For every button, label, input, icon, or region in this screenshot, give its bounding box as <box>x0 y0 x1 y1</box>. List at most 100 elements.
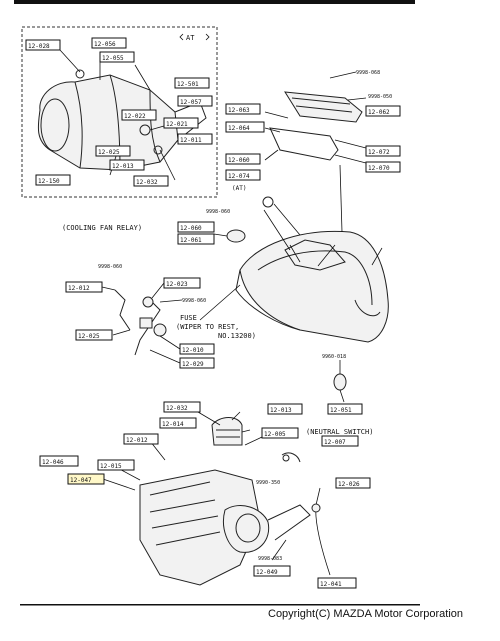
svg-text:12-046: 12-046 <box>42 459 64 466</box>
svg-text:12-025: 12-025 <box>98 149 120 156</box>
svg-text:12-501: 12-501 <box>177 81 199 88</box>
svg-text:12-023: 12-023 <box>166 281 188 288</box>
ref-box-bot-5: 12-005 <box>261 427 299 439</box>
svg-text:12-062: 12-062 <box>368 109 390 116</box>
distributor <box>211 417 243 446</box>
svg-text:12-150: 12-150 <box>38 178 60 185</box>
ref-box-mid-5: 12-025 <box>75 329 113 341</box>
fuse-note-2: (WIPER TO REST, <box>176 323 239 331</box>
svg-text:12-012: 12-012 <box>126 437 148 444</box>
ref-box-bot-8-highlight: 12-047 <box>67 473 105 485</box>
ref-box-12-028: 12-028 <box>25 39 61 51</box>
engine-alternator <box>223 505 270 553</box>
ref-box-12-062: 12-062 <box>365 105 401 117</box>
ref-box-mid-7: 12-029 <box>179 357 215 369</box>
svg-text:12-051: 12-051 <box>330 407 352 414</box>
svg-text:12-074: 12-074 <box>228 173 250 180</box>
fan-relay-connector <box>262 196 274 208</box>
ref-box-12-070: 12-070 <box>365 161 401 173</box>
ref-box-12-060: 12-060 <box>225 153 261 165</box>
fan-relay-part: 9998-060 <box>206 209 230 215</box>
at-inset-frame <box>21 26 218 198</box>
ref-box-12-011: 12-011 <box>177 133 213 145</box>
engine-block <box>139 469 261 586</box>
svg-text:12-057: 12-057 <box>180 99 202 106</box>
svg-text:12-021: 12-021 <box>166 121 188 128</box>
mid-part-4: 9998-060 <box>182 298 206 304</box>
svg-text:12-014: 12-014 <box>162 421 184 428</box>
svg-text:12-032: 12-032 <box>136 179 158 186</box>
svg-text:12-007: 12-007 <box>324 439 346 446</box>
ref-box-fan-relay-2: 12-061 <box>177 233 215 245</box>
svg-text:12-072: 12-072 <box>368 149 390 156</box>
ref-box-mid-2: 12-012 <box>65 281 103 293</box>
ref-box-12-056: 12-056 <box>91 37 127 49</box>
svg-text:12-029: 12-029 <box>182 361 204 368</box>
svg-text:12-026: 12-026 <box>338 481 360 488</box>
right-part-1: 9960-018 <box>322 354 346 360</box>
relay-bracket <box>269 127 339 161</box>
ref-box-bot-15: 12-041 <box>317 577 357 589</box>
ref-box-mid-6: 12-010 <box>179 343 215 355</box>
svg-text:12-013: 12-013 <box>270 407 292 414</box>
svg-text:12-015: 12-015 <box>100 463 122 470</box>
ref-box-12-063: 12-063 <box>225 103 261 115</box>
svg-text:12-028: 12-028 <box>28 43 50 50</box>
fuse-note-1: FUSE <box>180 314 197 322</box>
ref-box-12-022: 12-022 <box>121 109 157 121</box>
ref-box-bot-1: 12-032 <box>163 401 201 413</box>
mid-connector-group <box>114 289 161 356</box>
ref-box-bot-10: 12-026 <box>335 477 371 489</box>
svg-text:12-005: 12-005 <box>264 431 286 438</box>
svg-text:12-070: 12-070 <box>368 165 390 172</box>
ref-box-12-074: 12-074 <box>225 169 261 181</box>
ref-box-12-501: 12-501 <box>174 77 210 89</box>
ref-box-mid-3: 12-023 <box>163 277 201 289</box>
ref-box-bot-4: 12-013 <box>267 403 303 415</box>
neutral-switch-note: (NEUTRAL SWITCH) <box>306 428 373 436</box>
car-body <box>239 230 389 343</box>
ref-box-9998-068: 9998-068 <box>356 70 380 76</box>
svg-text:12-060: 12-060 <box>180 225 202 232</box>
copyright-footer: Copyright(C) MAZDA Motor Corporation <box>268 608 464 620</box>
svg-text:12-025: 12-025 <box>78 333 100 340</box>
svg-text:12-060: 12-060 <box>228 157 250 164</box>
ref-box-9998-050: 9998-050 <box>368 94 392 100</box>
svg-text:12-064: 12-064 <box>228 125 250 132</box>
svg-text:12-010: 12-010 <box>182 347 204 354</box>
fan-relay-note: (COOLING FAN RELAY) <box>62 224 142 232</box>
ref-box-12-057: 12-057 <box>177 95 213 107</box>
svg-text:12-013: 12-013 <box>112 163 134 170</box>
bottom-rule <box>20 604 420 606</box>
svg-text:12-063: 12-063 <box>228 107 250 114</box>
relay-box <box>284 91 363 123</box>
ref-box-12-013: 12-013 <box>109 159 145 171</box>
top-rule <box>14 0 415 4</box>
svg-text:12-056: 12-056 <box>94 41 116 48</box>
svg-text:12-012: 12-012 <box>68 285 90 292</box>
svg-text:12-061: 12-061 <box>180 237 202 244</box>
ref-box-12-025: 12-025 <box>95 145 131 157</box>
svg-text:12-022: 12-022 <box>124 113 146 120</box>
part-b: 9998-083 <box>258 556 282 562</box>
svg-text:12-047: 12-047 <box>70 477 92 484</box>
svg-text:12-049: 12-049 <box>256 569 278 576</box>
ref-box-12-150: 12-150 <box>35 174 71 186</box>
ref-box-bot-7: 12-015 <box>97 459 135 471</box>
svg-text:12-032: 12-032 <box>166 405 188 412</box>
ref-box-12-064: 12-064 <box>225 121 265 133</box>
at-tag-right: (AT) <box>232 185 246 192</box>
ref-box-12-055: 12-055 <box>99 51 135 63</box>
ref-box-bot-14: 12-049 <box>253 565 291 577</box>
ref-box-bot-2: 12-014 <box>159 417 197 429</box>
svg-text:12-041: 12-041 <box>320 581 342 588</box>
fuse-note-3: NO.13200) <box>218 332 256 340</box>
part-a: 9990-350 <box>256 480 280 486</box>
ref-box-12-032: 12-032 <box>133 175 169 187</box>
ref-box-bot-3: 12-012 <box>123 433 159 445</box>
ref-box-12-021: 12-021 <box>163 117 199 129</box>
ref-box-right-2: 12-051 <box>327 403 363 415</box>
ref-box-bot-6: 12-046 <box>39 455 79 467</box>
svg-text:9998-050: 9998-050 <box>368 94 392 100</box>
